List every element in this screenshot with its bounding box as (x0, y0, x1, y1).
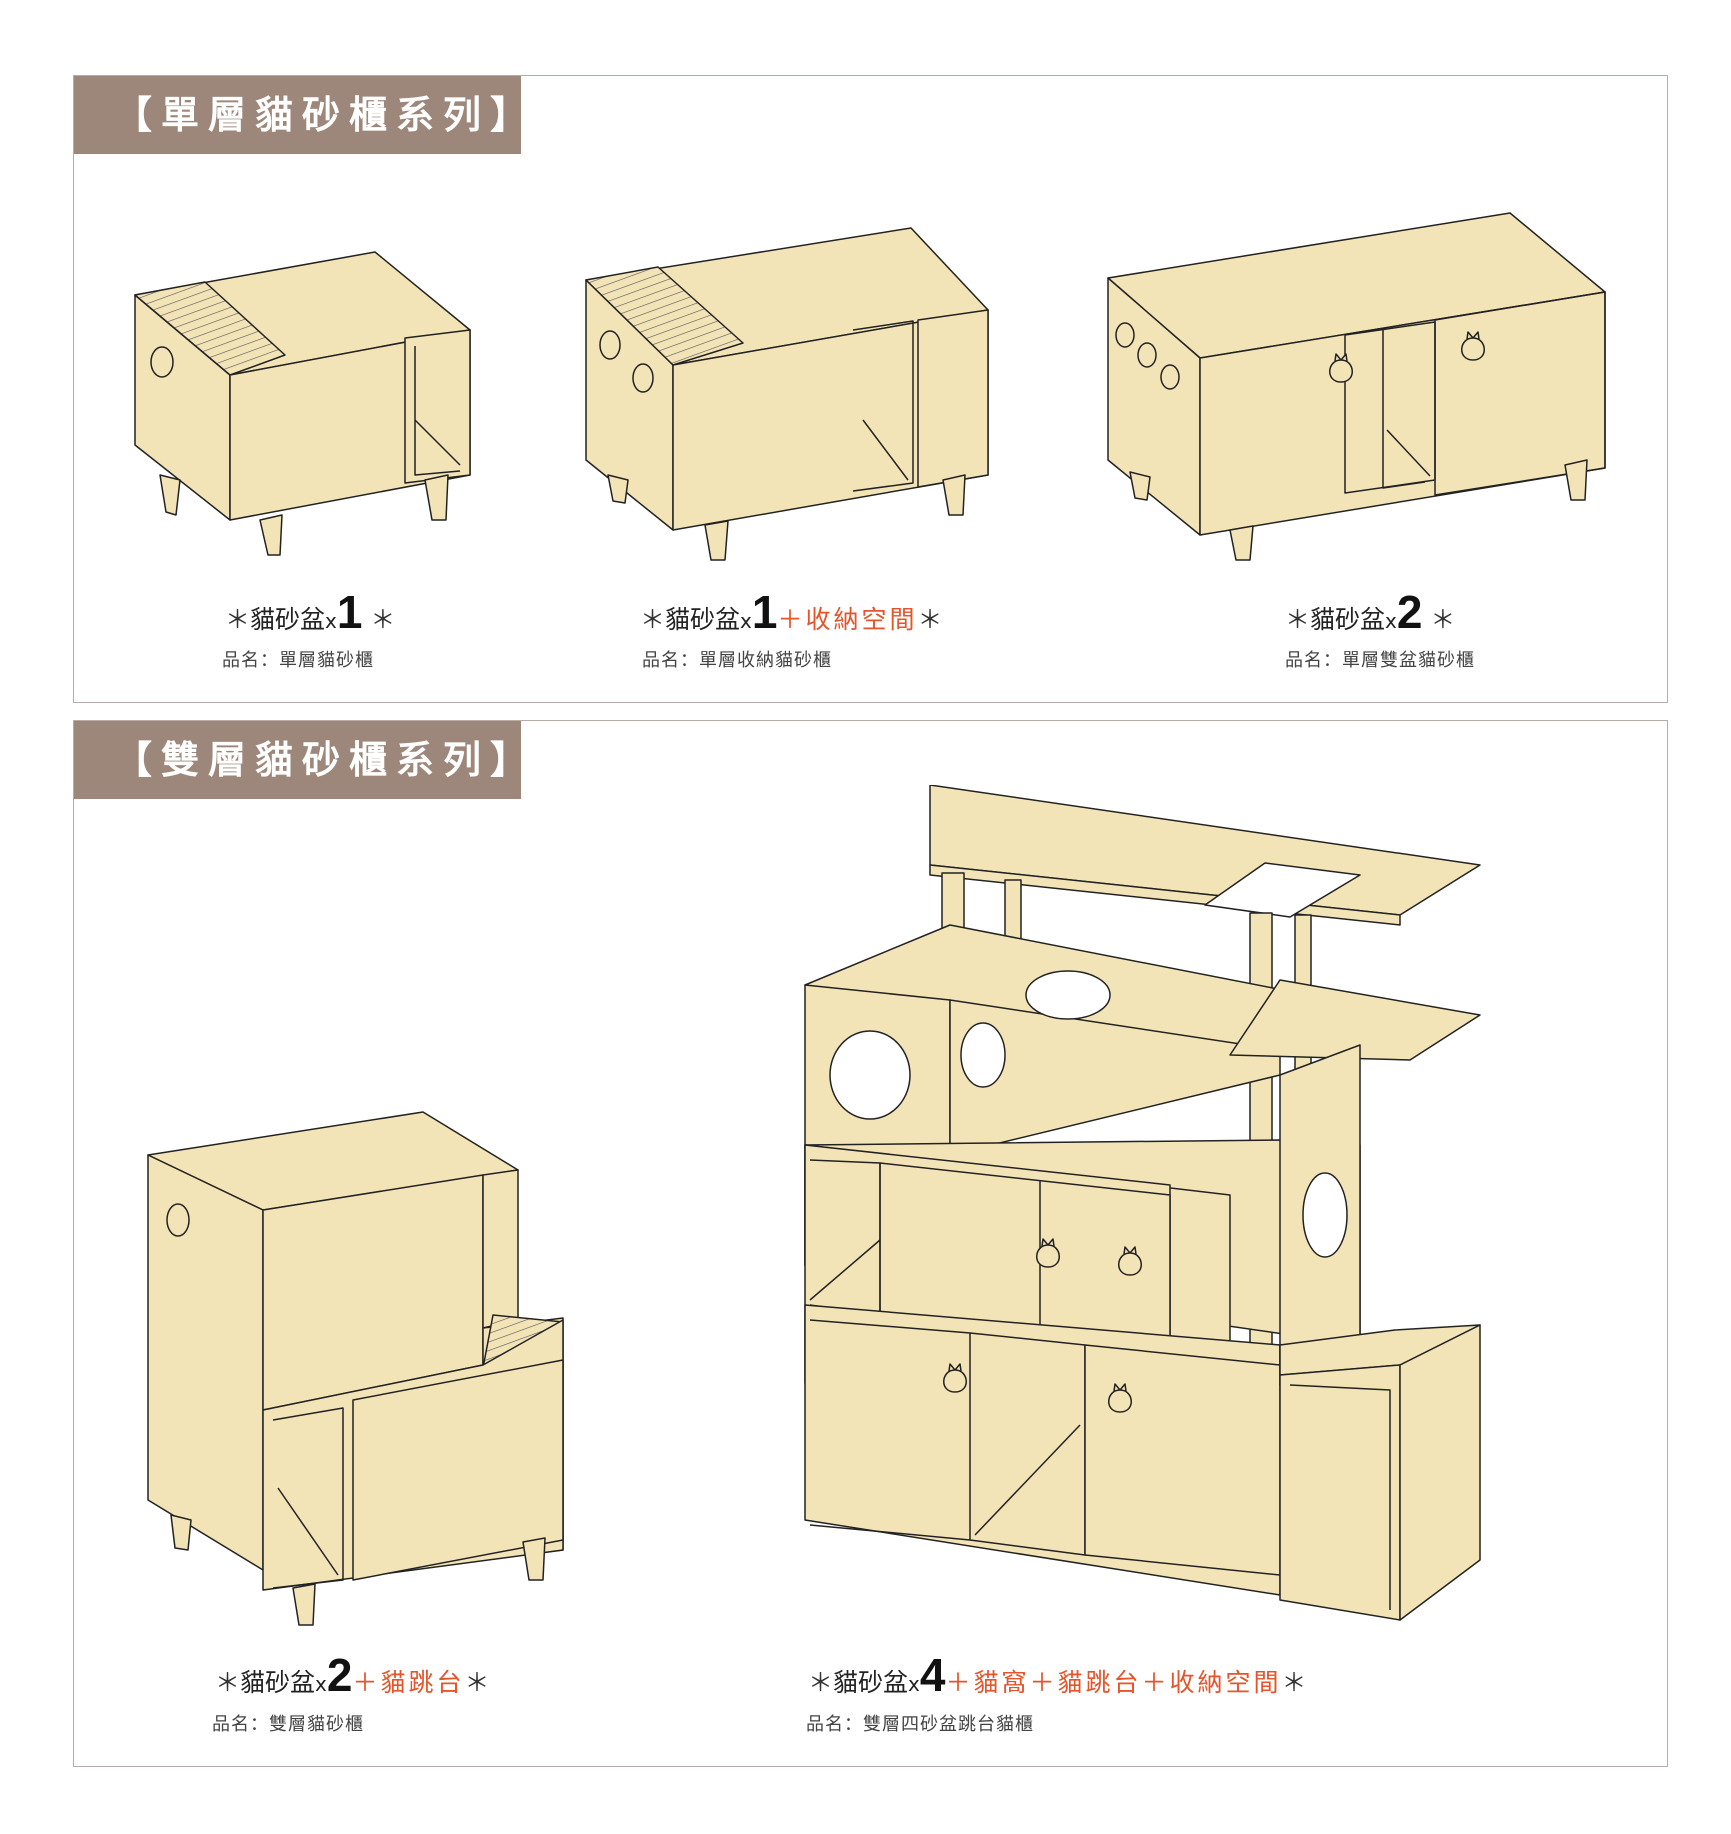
caption-double-1: ＊貓砂盆x2＋貓跳台＊ (215, 1649, 490, 1701)
caption-single-1: ＊貓砂盆x1 ＊ (225, 586, 396, 638)
caption-double-2: ＊貓砂盆x4＋貓窩＋貓跳台＋收納空間＊ (808, 1649, 1307, 1701)
caption-single-3: ＊貓砂盆x2 ＊ (1285, 586, 1456, 638)
product-name-double-2: 品名：雙層四砂盆跳台貓櫃 (806, 1714, 1034, 1735)
single-storage-cabinet-illustration (583, 225, 993, 570)
section-label-single: 【單層貓砂櫃系列】 (74, 76, 528, 154)
caption-single-2: ＊貓砂盆x1＋收納空間＊ (640, 586, 943, 638)
product-name-single-1: 品名：單層貓砂櫃 (222, 650, 374, 671)
section-label-double: 【雙層貓砂櫃系列】 (74, 721, 528, 799)
double-cabinet-illustration (143, 1110, 573, 1630)
product-name-single-2: 品名：單層收納貓砂櫃 (642, 650, 832, 671)
four-box-tower-illustration (800, 785, 1490, 1640)
single-double-cabinet-illustration (1105, 210, 1610, 565)
product-name-double-1: 品名：雙層貓砂櫃 (212, 1714, 364, 1735)
product-name-single-3: 品名：單層雙盆貓砂櫃 (1285, 650, 1475, 671)
single-cabinet-illustration (130, 250, 480, 570)
